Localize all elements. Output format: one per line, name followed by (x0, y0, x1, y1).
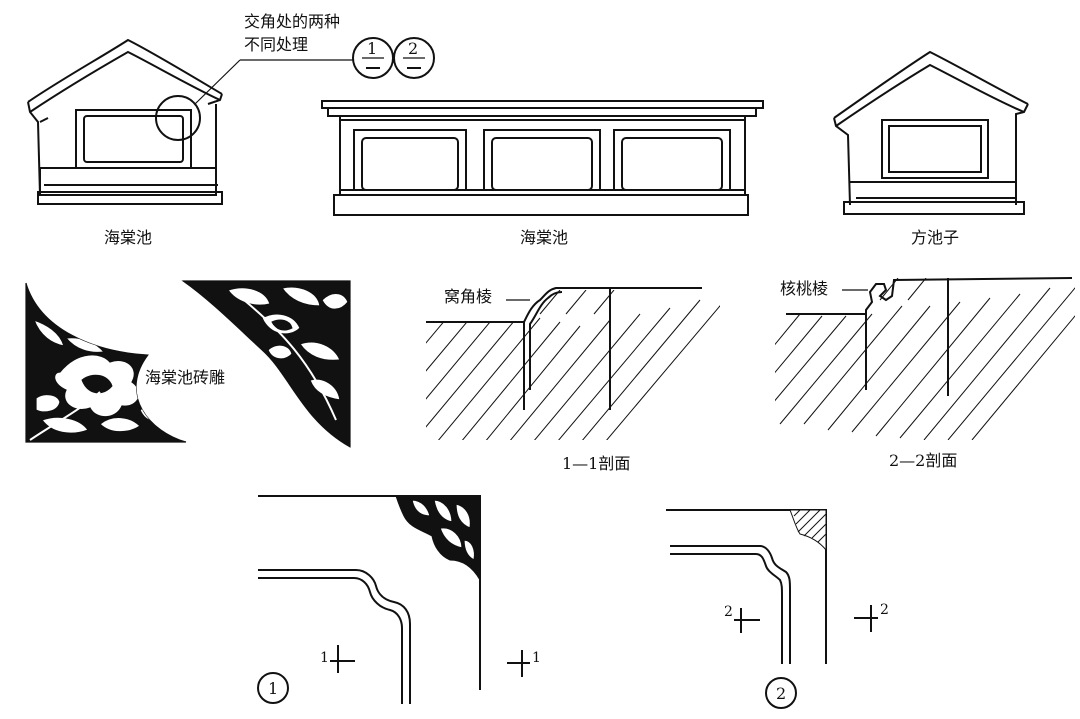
bubble-2-number: 2 (408, 39, 418, 58)
callout-leader (194, 59, 241, 105)
building-3-elevation (833, 50, 1029, 215)
corner-highlight-circle (155, 95, 201, 141)
caption-building-3: 方池子 (911, 228, 959, 247)
caption-building-2: 海棠池 (520, 228, 568, 247)
callout-text-line1: 交角处的两种 (244, 12, 340, 31)
caption-brick-carving: 海棠池砖雕 (145, 368, 225, 387)
detail-2-circle-number: 2 (776, 684, 786, 703)
callout-text-line2: 不同处理 (244, 35, 308, 54)
building-1-elevation (27, 38, 223, 205)
cut-mark-2-left: 2 (724, 604, 733, 620)
detail-1-circle-number: 1 (268, 679, 278, 698)
caption-section-2-2: 2—2剖面 (889, 451, 957, 470)
corner-detail-1: 1 1 1 (257, 495, 541, 704)
section-1-1 (426, 287, 720, 440)
caption-building-1: 海棠池 (104, 228, 152, 247)
cut-mark-1-left: 1 (320, 650, 329, 666)
section-bubble-1: 1 (352, 37, 394, 79)
label-section-1-molding: 窝角棱 (444, 287, 492, 306)
brick-carving-left (25, 282, 187, 443)
bubble-1-number: 1 (367, 39, 377, 58)
caption-section-1-1: 1—1剖面 (562, 454, 630, 473)
cut-mark-1-right: 1 (532, 650, 541, 666)
building-2-elevation (321, 100, 764, 216)
corner-detail-2: 2 2 2 (666, 509, 889, 709)
cut-mark-2-right: 2 (880, 602, 889, 618)
label-section-2-molding: 核桃棱 (780, 279, 828, 298)
section-2-2 (775, 277, 1075, 440)
section-bubble-2: 2 (393, 37, 435, 79)
brick-carving-right (181, 280, 351, 448)
